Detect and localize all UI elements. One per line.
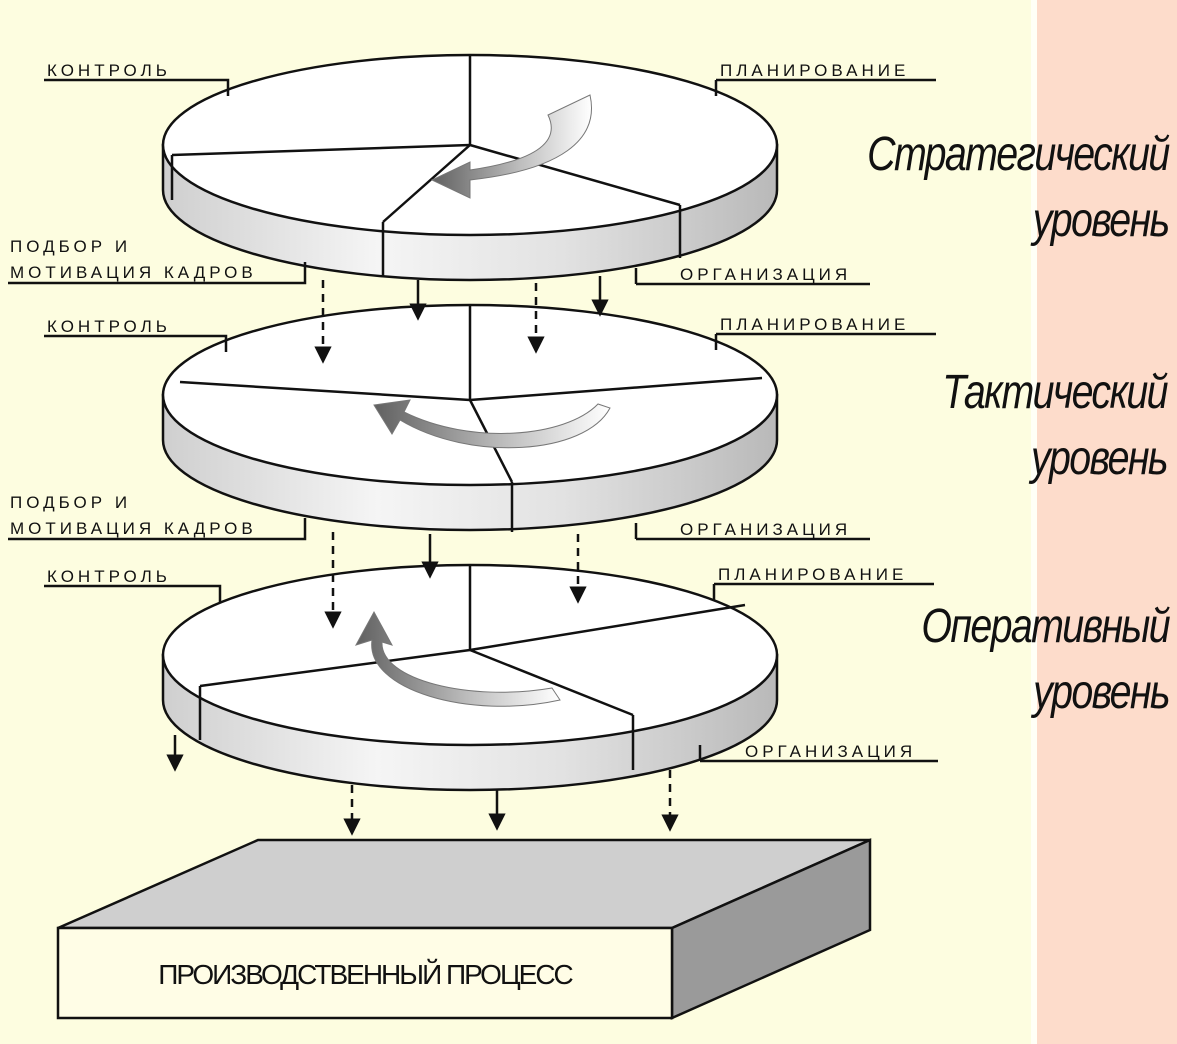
label-staffing-line2: МОТИВАЦИЯ КАДРОВ (10, 519, 257, 538)
label-planning: ПЛАНИРОВАНИЕ (718, 565, 907, 584)
band-separator (1031, 0, 1037, 1044)
operational-disc (161, 563, 779, 792)
level-title: Тактический (942, 366, 1168, 419)
label-staffing-line1: ПОДБОР И (10, 493, 131, 512)
label-control: КОНТРОЛЬ (47, 61, 171, 80)
label-control: КОНТРОЛЬ (47, 317, 171, 336)
block-front-face (56, 926, 674, 1020)
level-operational: Оперативный уровень (921, 594, 1171, 726)
tactical-sector-divider (469, 376, 763, 402)
tactical-cycle-arrow (373, 399, 611, 449)
strategic-cycle-arrow (430, 94, 592, 199)
tactical-sector-divider (179, 380, 471, 402)
label-underline (44, 334, 228, 352)
label-organization: ОРГАНИЗАЦИЯ (680, 520, 851, 539)
level-title: Оперативный (921, 600, 1170, 653)
label-planning: ПЛАНИРОВАНИЕ (720, 315, 909, 334)
level-tactical: Тактический уровень (942, 360, 1169, 492)
operational-sector-divider (469, 648, 634, 717)
label-underline (8, 518, 307, 541)
block-label: ПРОИЗВОДСТВЕННЫЙ ПРОЦЕСС (158, 959, 573, 990)
strategic-sector-divider (382, 144, 471, 223)
label-underline (634, 268, 870, 286)
production-process-block: ПРОИЗВОДСТВЕННЫЙ ПРОЦЕСС (56, 838, 872, 1020)
level-word: уровень (1033, 194, 1171, 247)
label-underline (44, 78, 230, 96)
operational-sector-divider (469, 603, 746, 652)
label-underline (44, 584, 222, 602)
operational-sector-divider (199, 648, 471, 688)
label-staffing-line2: МОТИВАЦИЯ КАДРОВ (10, 263, 257, 282)
operational-disc-top (161, 563, 779, 747)
label-underline (698, 745, 938, 763)
operational-cycle-arrow (354, 610, 561, 707)
label-underline (714, 78, 936, 96)
right-color-band (1035, 0, 1177, 1044)
label-organization: ОРГАНИЗАЦИЯ (745, 742, 916, 761)
strategic-disc (161, 53, 779, 282)
level-word: уровень (1033, 666, 1171, 719)
label-underline (714, 332, 936, 350)
label-underline (8, 262, 307, 285)
tactical-disc (161, 303, 779, 532)
strategic-sector-divider (469, 143, 681, 207)
level-strategic: Стратегический уровень (867, 122, 1171, 254)
label-underline (634, 523, 870, 541)
strategic-sector-divider (171, 143, 471, 157)
label-control: КОНТРОЛЬ (47, 567, 171, 586)
level-title: Стратегический (867, 128, 1171, 181)
label-planning: ПЛАНИРОВАНИЕ (720, 61, 909, 80)
label-organization: ОРГАНИЗАЦИЯ (680, 265, 851, 284)
level-word: уровень (1031, 432, 1169, 485)
label-staffing-line1: ПОДБОР И (10, 237, 131, 256)
label-underline (712, 582, 934, 600)
